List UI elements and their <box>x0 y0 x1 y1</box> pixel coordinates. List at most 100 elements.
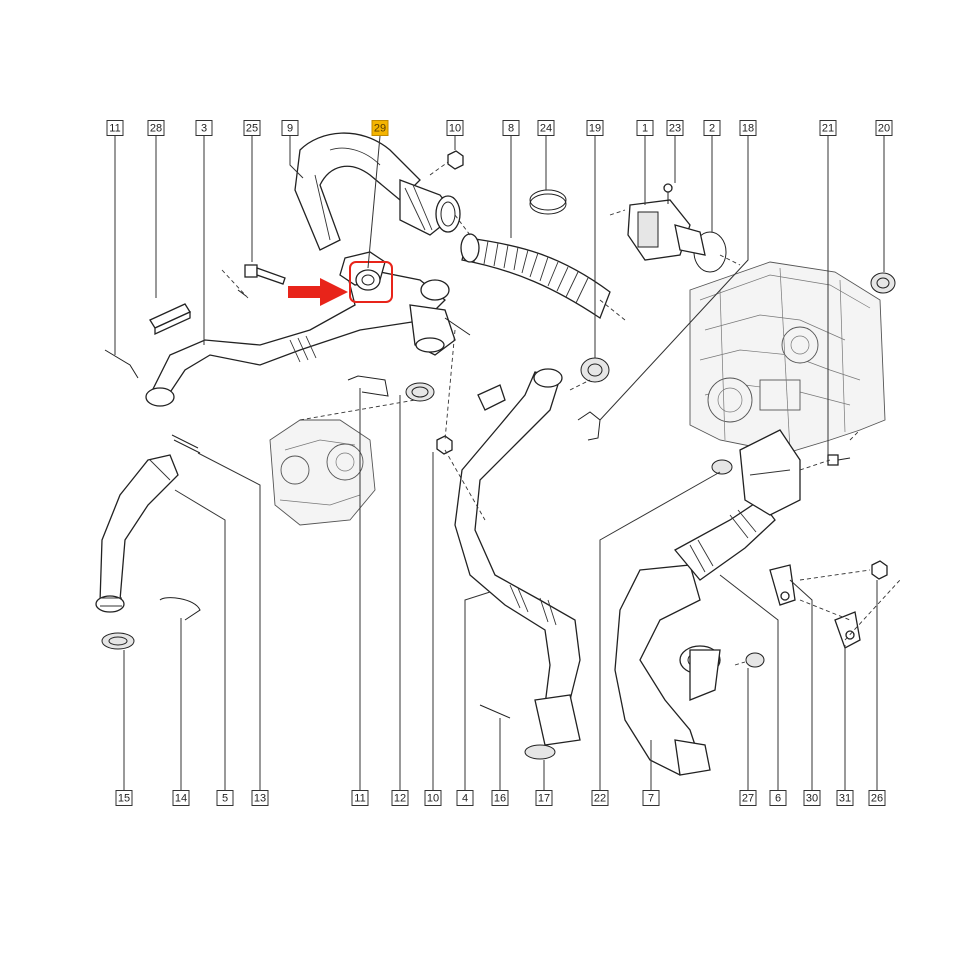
nut-26 <box>871 560 888 580</box>
label-31: 31 <box>836 790 854 806</box>
ring-29 <box>339 251 386 291</box>
label-1: 1 <box>636 120 654 136</box>
label-7-box <box>642 790 660 806</box>
seal-27 <box>745 652 765 668</box>
label-29: 29 <box>371 120 389 136</box>
pipe-3 <box>145 264 450 407</box>
seal-20 <box>870 272 896 294</box>
clip-19 <box>580 357 610 383</box>
label-2: 2 <box>703 120 721 136</box>
label-26-box <box>868 790 886 806</box>
leader-lines <box>114 135 885 790</box>
bottom-label-row: 15 14 5 13 11 12 10 4 16 17 22 7 27 6 30 31 26 <box>115 790 886 806</box>
label-5-text: 5 <box>222 793 228 805</box>
label-31-box <box>836 790 854 806</box>
pipe-9 <box>294 132 421 251</box>
highlight-callout-box <box>349 261 393 303</box>
label-4-box <box>456 790 474 806</box>
dashed-guides <box>299 161 901 666</box>
label-13-text: 13 <box>254 793 266 805</box>
label-29-box <box>371 120 389 136</box>
label-8-box <box>502 120 520 136</box>
label-8: 8 <box>502 120 520 136</box>
label-26: 26 <box>868 790 886 806</box>
label-10-bottom-box <box>424 790 442 806</box>
nut-10-middle <box>436 435 453 455</box>
bracket-31 <box>834 611 861 649</box>
label-12-box <box>391 790 409 806</box>
label-20-box <box>875 120 893 136</box>
label-26-text: 26 <box>871 793 883 805</box>
label-2-box <box>703 120 721 136</box>
ring-12 <box>405 382 435 402</box>
label-11-top-box <box>106 120 124 136</box>
label-10-top-text: 10 <box>449 123 461 135</box>
label-30: 30 <box>803 790 821 806</box>
label-25: 25 <box>243 120 261 136</box>
block-28 <box>149 303 191 336</box>
label-11-bottom-box <box>351 790 369 806</box>
label-28-text: 28 <box>150 123 162 135</box>
label-21-text: 21 <box>822 123 834 135</box>
label-30-box <box>803 790 821 806</box>
label-10-bottom: 10 <box>424 790 442 806</box>
label-12: 12 <box>391 790 409 806</box>
clip-13 <box>171 434 201 454</box>
label-18: 18 <box>739 120 757 136</box>
label-27: 27 <box>739 790 757 806</box>
label-15: 15 <box>115 790 133 806</box>
label-9: 9 <box>281 120 299 136</box>
seal-15 <box>101 632 135 650</box>
label-9-box <box>281 120 299 136</box>
sensor-1 <box>627 183 727 273</box>
label-6-box <box>769 790 787 806</box>
label-1-text: 1 <box>642 123 648 135</box>
label-11-bottom: 11 <box>351 790 369 806</box>
label-7-text: 7 <box>648 793 654 805</box>
pipe-4 <box>454 368 581 706</box>
clip-14 <box>159 597 201 621</box>
label-2-text: 2 <box>709 123 715 135</box>
label-19-text: 19 <box>589 123 601 135</box>
pipe-6 <box>673 499 776 581</box>
elbow-connector <box>409 304 471 356</box>
pipe-7 <box>614 564 721 776</box>
label-17: 17 <box>535 790 553 806</box>
label-30-text: 30 <box>806 793 818 805</box>
label-31-text: 31 <box>839 793 851 805</box>
label-16-text: 16 <box>494 793 506 805</box>
label-23-text: 23 <box>669 123 681 135</box>
label-24-box <box>537 120 555 136</box>
label-24-text: 24 <box>540 123 552 135</box>
label-4: 4 <box>456 790 474 806</box>
label-4-text: 4 <box>462 793 468 805</box>
coupling-17 <box>524 694 581 760</box>
coupling-8-end <box>399 179 461 236</box>
tube-5 <box>95 454 179 613</box>
label-10-top: 10 <box>446 120 464 136</box>
label-24: 24 <box>537 120 555 136</box>
label-1-box <box>636 120 654 136</box>
clamp-24 <box>529 189 567 215</box>
label-7: 7 <box>642 790 660 806</box>
label-6: 6 <box>769 790 787 806</box>
label-22: 22 <box>591 790 609 806</box>
bolt-25 <box>221 264 286 299</box>
label-23-box <box>666 120 684 136</box>
label-18-box <box>739 120 757 136</box>
clip-11-top <box>104 349 139 379</box>
label-27-box <box>739 790 757 806</box>
label-9-text: 9 <box>287 123 293 135</box>
pointer-arrow <box>288 278 348 306</box>
hose-8 <box>460 233 611 319</box>
label-29-text: 29 <box>374 123 386 135</box>
label-10-top-box <box>446 120 464 136</box>
clip-16 <box>479 704 511 719</box>
label-15-text: 15 <box>118 793 130 805</box>
label-21: 21 <box>819 120 837 136</box>
label-10-bottom-text: 10 <box>427 793 439 805</box>
label-14-text: 14 <box>175 793 187 805</box>
label-20-text: 20 <box>878 123 890 135</box>
